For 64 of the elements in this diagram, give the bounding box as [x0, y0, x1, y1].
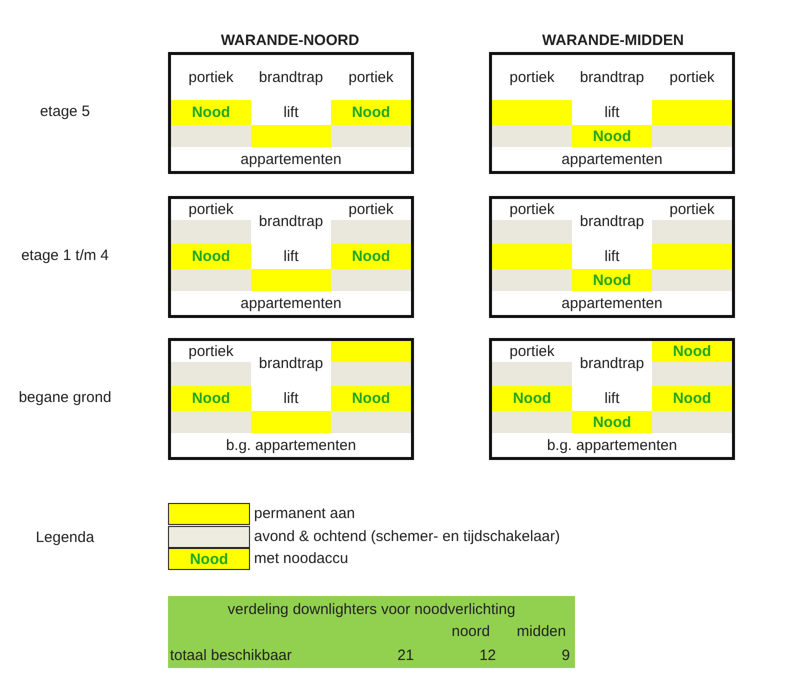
table-title: verdeling downlighters voor noodverlichting — [226, 602, 516, 617]
lighting-cell: Nood — [572, 411, 652, 433]
floor-plan-panel — [489, 196, 735, 318]
lighting-cell — [652, 220, 732, 244]
lighting-cell: Nood — [652, 386, 732, 411]
floor-plan-panel — [489, 52, 735, 174]
floor-label: begane grond — [18, 390, 112, 405]
lighting-cell: Nood — [171, 100, 251, 125]
lighting-cell: Nood — [171, 386, 251, 411]
lighting-cell — [492, 269, 572, 291]
lighting-cell — [171, 125, 251, 147]
lighting-cell — [331, 125, 411, 147]
lighting-cell: Nood — [652, 341, 732, 362]
lighting-cell — [331, 269, 411, 291]
summary-table — [168, 596, 575, 668]
lighting-cell: Nood — [331, 386, 411, 411]
legend-label: avond & ochtend (schemer- en tijdschakelaar) — [254, 528, 560, 544]
lighting-cell — [492, 411, 572, 433]
floor-plan-panel — [168, 338, 414, 460]
column-title: WARANDE-MIDDEN — [541, 33, 685, 48]
lighting-cell: Nood — [492, 386, 572, 411]
lighting-cell — [652, 100, 732, 125]
table-value: 12 — [479, 648, 496, 663]
lighting-cell — [251, 269, 331, 291]
lighting-cell — [492, 220, 572, 244]
floor-plan-panel — [489, 338, 735, 460]
lighting-cell — [251, 411, 331, 433]
lighting-cell: Nood — [171, 244, 251, 269]
lighting-cell — [492, 125, 572, 147]
lighting-cell — [492, 100, 572, 125]
floor-plan-panel — [168, 196, 414, 318]
swatch-label: Nood — [188, 552, 230, 567]
legend-label: met noodaccu — [254, 551, 348, 566]
lighting-cell — [331, 341, 411, 362]
table-value: 9 — [562, 648, 570, 663]
lighting-cell — [492, 362, 572, 386]
lighting-cell — [652, 269, 732, 291]
lighting-cell: Nood — [572, 125, 652, 147]
lighting-cell: Nood — [572, 269, 652, 291]
lighting-cell — [331, 411, 411, 433]
lighting-cell — [171, 220, 251, 244]
floor-label: etage 1 t/m 4 — [20, 248, 110, 263]
row-header: totaal beschikbaar — [170, 648, 292, 663]
lighting-cell — [652, 362, 732, 386]
lighting-cell — [492, 244, 572, 269]
floor-plan-panel — [168, 52, 414, 174]
lighting-cell — [652, 125, 732, 147]
legend-title: Legenda — [34, 530, 96, 545]
lighting-cell — [171, 362, 251, 386]
lighting-cell: Nood — [331, 244, 411, 269]
lighting-cell — [171, 411, 251, 433]
lighting-cell — [331, 362, 411, 386]
lighting-cell — [652, 411, 732, 433]
lighting-cell — [652, 244, 732, 269]
column-header: midden — [516, 624, 566, 639]
column-title: WARANDE-NOORD — [220, 33, 360, 48]
column-header: noord — [452, 624, 490, 639]
legend-label: permanent aan — [254, 506, 355, 521]
table-value: 21 — [397, 648, 414, 663]
lighting-cell — [251, 125, 331, 147]
lighting-cell — [331, 220, 411, 244]
lighting-cell: Nood — [331, 100, 411, 125]
floor-label: etage 5 — [38, 104, 92, 119]
lighting-cell — [171, 269, 251, 291]
